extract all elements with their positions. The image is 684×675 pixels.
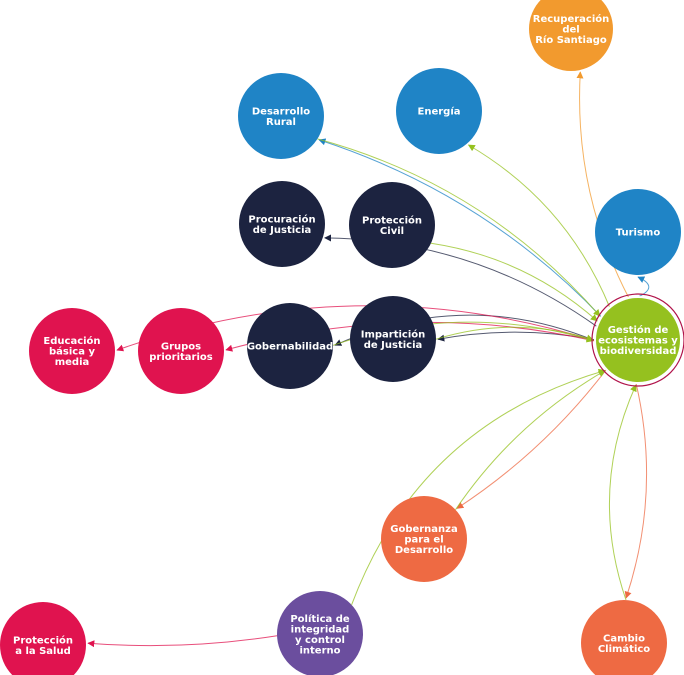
node-label-line: del	[562, 25, 579, 36]
edge-gestion-to-cambio	[624, 382, 648, 599]
node-circle	[594, 296, 682, 384]
node-circle	[396, 68, 482, 154]
edge-gestion-to-energia	[467, 144, 611, 308]
node-label-line: Educación	[43, 335, 100, 347]
node-label-line: de Justicia	[253, 225, 312, 236]
node-label-line: Protección	[13, 634, 73, 646]
node-circle	[238, 73, 324, 159]
node-label-line: media	[55, 357, 90, 368]
edge-cambio-to-gestion	[608, 384, 637, 601]
node-label-line: Energía	[418, 106, 461, 118]
node-label-line: a la Salud	[15, 646, 71, 657]
node-circle	[0, 602, 86, 675]
node-label: Turismo	[616, 228, 661, 239]
node-turismo[interactable]: Turismo	[595, 189, 681, 275]
node-circle	[247, 303, 333, 389]
node-label-line: básica y	[49, 346, 95, 358]
node-label-line: Gestión de	[608, 324, 669, 336]
node-label-line: Desarrollo	[252, 106, 310, 117]
node-circle	[581, 600, 667, 675]
edge-gestion-to-desarrollo-rural	[318, 138, 602, 318]
node-label-line: Protección	[362, 214, 422, 226]
node-energia[interactable]: Energía	[396, 68, 482, 154]
node-circle	[350, 296, 436, 382]
node-label-line: prioritarios	[149, 352, 213, 363]
node-label-line: interno	[299, 645, 340, 656]
node-label-line: Río Santiago	[535, 34, 607, 46]
edge-layer	[87, 71, 650, 648]
edge-desarrollo-rural-to-gestion	[317, 138, 601, 317]
edge-imparticion-to-gestion	[435, 326, 594, 342]
node-label-line: de Justicia	[364, 340, 423, 351]
node-circle	[595, 189, 681, 275]
node-label-line: Cambio	[603, 633, 645, 644]
node-label-line: para el	[404, 535, 443, 546]
node-circle	[29, 308, 115, 394]
node-label-line: integridad	[291, 624, 350, 635]
edge-gobernanza-to-gestion	[455, 370, 606, 510]
node-label-line: y control	[295, 635, 345, 646]
node-label-line: Civil	[380, 226, 404, 237]
edge-politica-to-proteccion-salud	[87, 635, 278, 648]
node-label-line: Rural	[266, 117, 296, 128]
node-circle	[138, 308, 224, 394]
node-circle	[277, 591, 363, 675]
edge-gestion-to-turismo	[637, 276, 650, 298]
edge-gestion-to-recuperacion	[576, 71, 630, 299]
node-label: Energía	[418, 106, 461, 118]
node-label-line: Gobernabilidad	[247, 342, 333, 353]
node-label: Gobernabilidad	[247, 342, 333, 353]
focus-ring	[591, 293, 684, 387]
node-label-line: biodiversidad	[600, 346, 677, 357]
node-circle	[239, 181, 325, 267]
edge-gestion-to-gobernanza	[456, 368, 607, 509]
node-label-line: Impartición	[361, 328, 426, 340]
node-circle	[349, 182, 435, 268]
edge-proteccion-civil-to-gestion	[430, 242, 598, 322]
node-circle	[529, 0, 613, 71]
node-label-line: Recuperación	[533, 13, 610, 25]
node-label-line: ecosistemas y	[598, 336, 678, 347]
edge-politica-to-gestion	[351, 368, 606, 605]
node-gobernabilidad[interactable]: Gobernabilidad	[247, 303, 333, 389]
node-label-line: Grupos	[161, 341, 201, 352]
node-label-line: Desarrollo	[395, 545, 453, 556]
node-label-line: Procuración	[248, 213, 315, 225]
node-label-line: Climático	[598, 643, 650, 655]
node-label-line: Gobernanza	[390, 524, 458, 535]
node-circle	[381, 496, 467, 582]
node-label-line: Política de	[290, 613, 350, 625]
node-label-line: Turismo	[616, 228, 661, 239]
